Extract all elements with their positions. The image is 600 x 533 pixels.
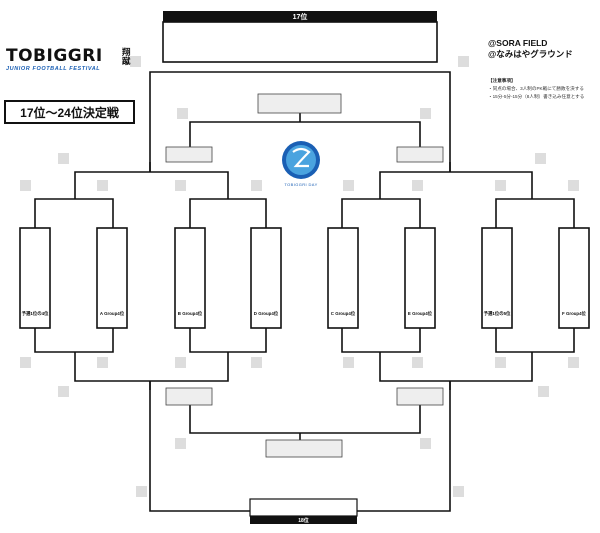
entry-label: B Group4位 [177,311,203,316]
entry-box [558,227,590,329]
emblem-text: TOBIGGRI DAY [284,182,318,187]
entry-box [19,227,51,329]
brand-logo-subtitle: JUNIOR FOOTBALL FESTIVAL [6,66,101,72]
entry-box [404,227,436,329]
entry-label: E Group4位 [407,311,433,316]
placeholder-square [412,180,423,191]
entry-box [174,227,206,329]
placeholder-square [251,357,262,368]
entry-label: C Group4位 [330,311,356,316]
placeholder-square [420,108,431,119]
placeholder-square [175,180,186,191]
entry-label: D Group4位 [253,311,279,316]
entry-label: 予選1位の4位 [21,311,49,316]
placeholder-square [20,357,31,368]
entry-box [250,227,282,329]
placeholder-square [458,56,469,67]
bottom-rank-header: 18位 [250,516,357,524]
venue-line-1: @SORA FIELD [488,38,548,48]
notes-line-1: ・同点の場合、3人制のPK戦にて勝敗を決する [488,86,584,91]
entry-box [96,227,128,329]
placeholder-square [136,486,147,497]
placeholder-square [20,180,31,191]
placeholder-square [177,108,188,119]
placeholder-square [175,357,186,368]
venue-line-2: @なみはやグラウンド [488,49,573,59]
placeholder-square [495,180,506,191]
placeholder-square [58,153,69,164]
result-box [257,93,342,114]
placeholder-square [97,357,108,368]
entry-box [481,227,513,329]
placeholder-square [412,357,423,368]
placeholder-square [538,386,549,397]
entry-box [327,227,359,329]
result-box [165,146,213,163]
emblem-logo-icon [282,141,320,179]
brand-logo-kanji: 翔蹴 [122,47,131,66]
placeholder-square [97,180,108,191]
placeholder-square [58,386,69,397]
winner-box [162,21,438,63]
placeholder-square [251,180,262,191]
top-rank-header: 17位 [163,11,437,22]
placeholder-square [495,357,506,368]
entry-label: 予選1位の5位 [483,311,511,316]
placeholder-square [343,357,354,368]
result-box [165,387,213,406]
placeholder-square [343,180,354,191]
page-title: 17位～24位決定戦 [4,100,135,124]
placeholder-square [420,438,431,449]
placeholder-square [453,486,464,497]
placeholder-square [535,153,546,164]
placeholder-square [568,357,579,368]
result-box [396,387,444,406]
notes: 【注意事項】 ・同点の場合、3人制のPK戦にて勝敗を決する ・15分-5分-15… [488,77,598,101]
notes-line-2: ・15分-5分-15分（8人制）書き込み任意とする [488,94,585,99]
venue-info: @SORA FIELD @なみはやグラウンド [488,38,573,60]
placeholder-square [568,180,579,191]
placeholder-square [130,56,141,67]
result-box [249,498,358,517]
placeholder-square [175,438,186,449]
brand-logo: TOBIGGRI [6,46,103,66]
entry-label: A Group4位 [99,311,125,316]
notes-heading: 【注意事項】 [488,78,516,83]
result-box [265,439,343,458]
entry-label: F Group4位 [562,311,586,316]
result-box [396,146,444,163]
